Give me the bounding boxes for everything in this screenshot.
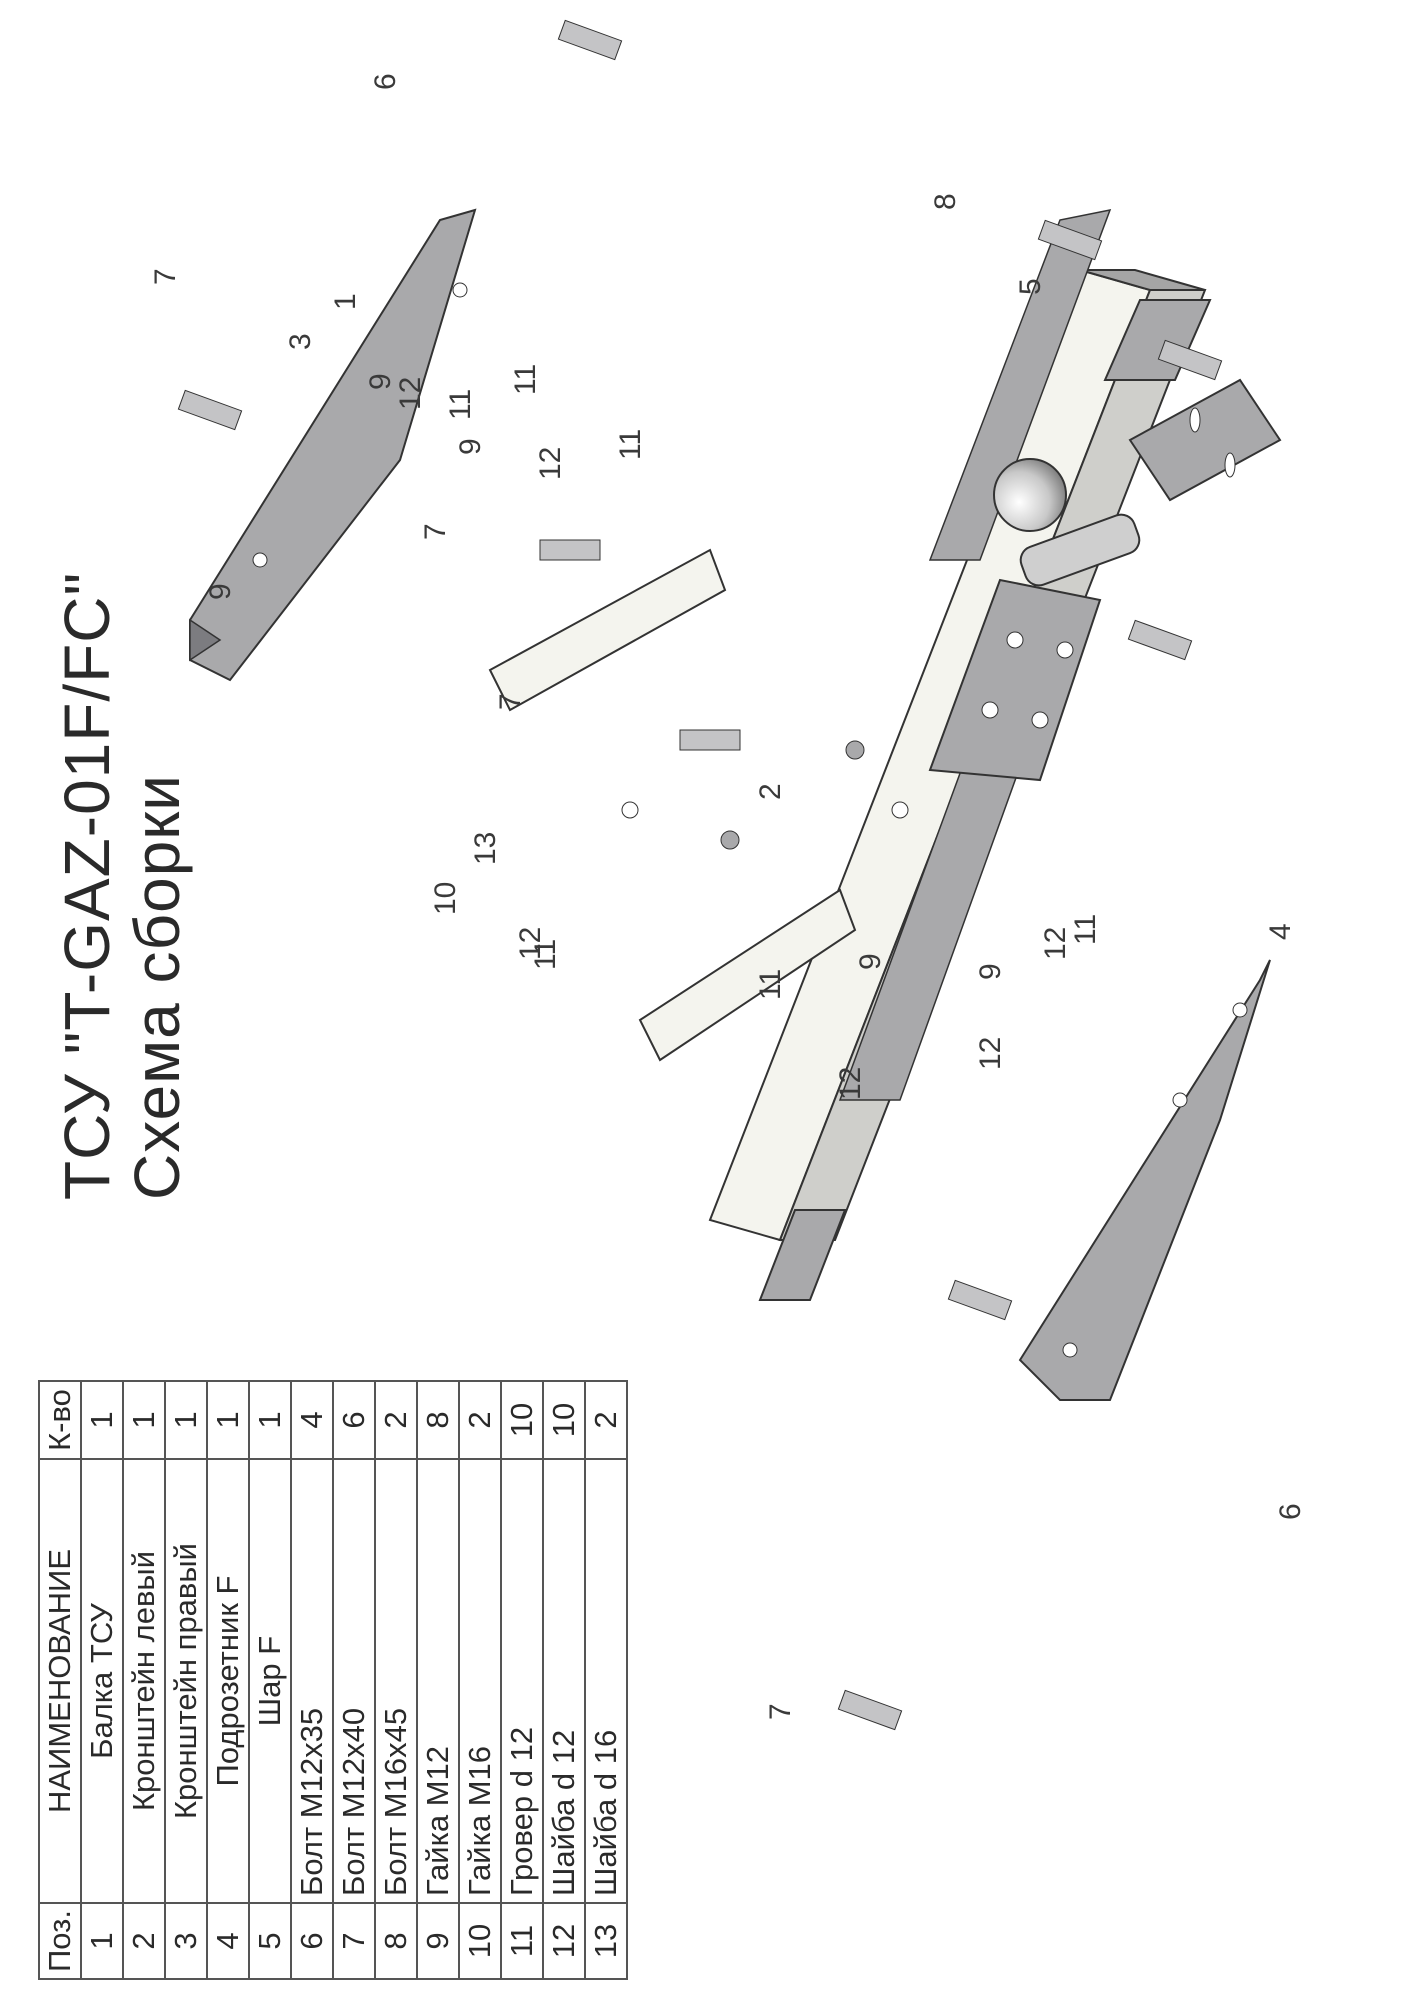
callout-8: 8 <box>929 193 962 210</box>
callout-labels: 1234566777789999910111111111111121212121… <box>149 73 1307 1720</box>
callout-6: 6 <box>369 73 402 90</box>
callout-9: 9 <box>454 438 487 455</box>
callout-11: 11 <box>754 969 787 1000</box>
callout-12: 12 <box>514 927 547 960</box>
part-2-left-bracket <box>1018 959 1271 1401</box>
callout-9: 9 <box>204 583 237 600</box>
callout-11: 11 <box>509 364 542 395</box>
callout-5: 5 <box>1014 278 1047 295</box>
callout-12: 12 <box>1039 927 1072 960</box>
part-5-tow-ball <box>993 458 1141 587</box>
callout-11: 11 <box>529 939 562 970</box>
callout-7: 7 <box>494 693 527 710</box>
callout-10: 10 <box>429 882 462 915</box>
callout-12: 12 <box>974 1037 1007 1070</box>
callout-12: 12 <box>834 1067 867 1100</box>
callout-4: 4 <box>1264 923 1297 940</box>
callout-12: 12 <box>534 447 567 480</box>
callout-6: 6 <box>1274 1503 1307 1520</box>
callout-9: 9 <box>854 953 887 970</box>
beam-struts <box>488 548 857 1062</box>
callout-7: 7 <box>764 1703 797 1720</box>
callout-9: 9 <box>974 963 1007 980</box>
callout-7: 7 <box>419 523 452 540</box>
callout-11: 11 <box>444 389 477 420</box>
part-1-beam <box>708 209 1212 1301</box>
callout-12: 12 <box>394 377 427 410</box>
callout-11: 11 <box>614 429 647 460</box>
fasteners <box>177 19 1223 1731</box>
callout-11: 11 <box>1069 914 1102 945</box>
part-4-socket-plate <box>1128 378 1282 502</box>
callout-1: 1 <box>329 293 362 310</box>
callout-7: 7 <box>149 268 182 285</box>
part-3-right-bracket <box>189 208 477 682</box>
callout-13: 13 <box>469 832 502 865</box>
callout-2: 2 <box>754 783 787 800</box>
callout-9: 9 <box>364 373 397 390</box>
callout-3: 3 <box>284 333 317 350</box>
